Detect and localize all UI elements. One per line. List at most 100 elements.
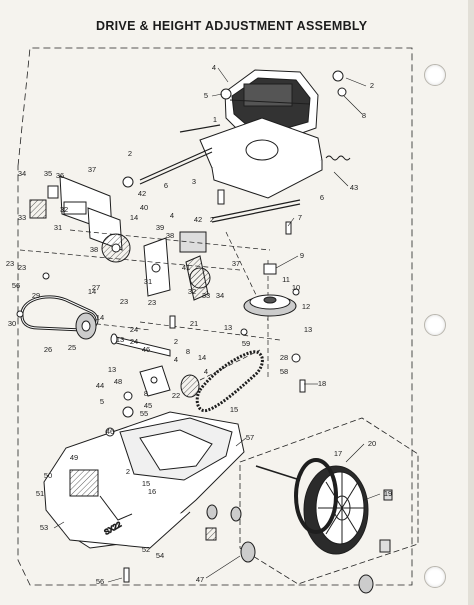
callout-54: 54	[156, 551, 164, 560]
callout-42b: 42	[194, 215, 202, 224]
callout-2c: 2	[210, 215, 214, 224]
callout-23c: 23	[120, 297, 128, 306]
callout-33b: 33	[202, 291, 210, 300]
callout-31b: 31	[144, 277, 152, 286]
callout-33: 33	[18, 213, 26, 222]
callout-36: 36	[56, 171, 64, 180]
callout-10: 10	[292, 283, 300, 292]
leader-lines	[53, 67, 381, 583]
engine-deck	[199, 117, 323, 199]
callout-38b: 38	[90, 245, 98, 254]
callout-56: 56	[12, 281, 20, 290]
callout-15: 15	[230, 405, 238, 414]
callout-37: 37	[88, 165, 96, 174]
callout-28: 28	[280, 353, 288, 362]
callout-34b: 34	[216, 291, 224, 300]
callout-47: 47	[196, 575, 204, 584]
center-bracket	[143, 231, 211, 301]
spring	[325, 155, 351, 161]
callout-21: 21	[190, 319, 198, 328]
callout-32: 32	[60, 205, 68, 214]
callout-25: 25	[68, 343, 76, 352]
callout-38: 38	[166, 231, 174, 240]
page-edge-shadow	[468, 0, 474, 605]
callout-35: 35	[44, 169, 52, 178]
callout-59: 59	[242, 339, 250, 348]
callout-23b: 23	[18, 263, 26, 272]
callout-42: 42	[138, 189, 146, 198]
callout-20: 20	[368, 439, 376, 448]
callout-14c: 14	[96, 313, 104, 322]
callout-15b: 15	[142, 479, 150, 488]
callout-57: 57	[246, 433, 254, 442]
callout-8b: 8	[186, 347, 190, 356]
callout-48: 48	[114, 377, 122, 386]
callout-23: 23	[6, 259, 14, 268]
callout-13c: 13	[116, 335, 124, 344]
callout-45: 45	[144, 401, 152, 410]
callout-50: 50	[44, 471, 52, 480]
callout-51: 51	[36, 489, 44, 498]
sprocket	[180, 374, 200, 398]
callout-5b: 5	[100, 397, 104, 406]
assembly-boundary	[17, 47, 413, 586]
callout-14d: 14	[198, 353, 206, 362]
callout-40: 40	[140, 203, 148, 212]
height-bracket	[139, 365, 171, 397]
axle-parts	[205, 465, 393, 594]
drive-wheel	[294, 458, 369, 555]
callout-4c: 4	[174, 355, 178, 364]
callout-46: 46	[142, 345, 150, 354]
page-title: DRIVE & HEIGHT ADJUSTMENT ASSEMBLY	[96, 19, 368, 33]
callout-2e: 2	[126, 467, 130, 476]
callout-46b: 46	[106, 427, 114, 436]
callout-53: 53	[40, 523, 48, 532]
callout-18: 18	[318, 379, 326, 388]
callout-4b: 4	[170, 211, 174, 220]
callout-24b: 24	[130, 337, 138, 346]
callout-41: 41	[182, 263, 190, 272]
callout-44: 44	[96, 381, 104, 390]
wheel-kit-boundary	[239, 417, 419, 585]
callout-9: 9	[300, 251, 304, 260]
hardware-bolts	[16, 70, 347, 583]
callout-8: 8	[362, 111, 366, 120]
callout-34: 34	[18, 169, 26, 178]
callout-6b: 6	[320, 193, 324, 202]
callout-27: 27	[92, 283, 100, 292]
callout-43: 43	[350, 183, 358, 192]
callout-2d: 2	[174, 337, 178, 346]
callout-13: 13	[224, 323, 232, 332]
callout-11: 11	[282, 275, 290, 284]
callout-26: 26	[44, 345, 52, 354]
right-pulley-assembly	[243, 263, 297, 317]
callout-29: 29	[32, 291, 40, 300]
callout-12: 12	[302, 302, 310, 311]
callout-17: 17	[334, 449, 342, 458]
callout-2: 2	[370, 81, 374, 90]
callout-7: 7	[298, 213, 302, 222]
callout-23d: 23	[148, 298, 156, 307]
callout-3: 3	[192, 177, 196, 186]
drive-chain	[195, 350, 264, 413]
pulley	[75, 312, 97, 340]
callout-labels: 4 5 1 2 8 2 6 3 37 34 35 36 43 6 42 40 1…	[6, 63, 392, 586]
callout-14b: 14	[88, 287, 96, 296]
callout-6: 6	[164, 181, 168, 190]
callout-13d: 13	[108, 365, 116, 374]
callout-24: 24	[130, 325, 138, 334]
callout-39: 39	[156, 223, 164, 232]
callout-58: 58	[280, 367, 288, 376]
callout-1: 1	[213, 115, 217, 124]
callout-32b: 32	[188, 287, 196, 296]
binder-hole-top	[424, 64, 446, 86]
left-gearbox-cluster	[29, 175, 131, 263]
callout-8c: 8	[144, 389, 148, 398]
callout-22: 22	[172, 391, 180, 400]
callout-13b: 13	[304, 325, 312, 334]
callout-55: 55	[140, 409, 148, 418]
callout-19: 19	[384, 489, 392, 498]
callout-5: 5	[204, 91, 208, 100]
mower-deck: SX22	[43, 411, 245, 549]
